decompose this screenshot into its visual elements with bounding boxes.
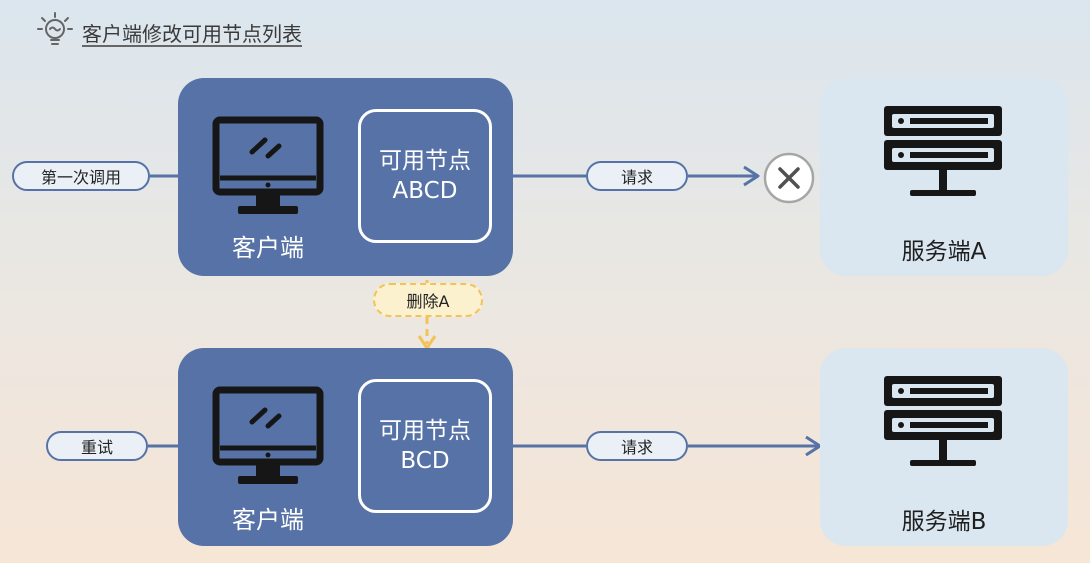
top-node-list-box: 可用节点 ABCD (358, 109, 492, 243)
server-icon (882, 376, 1004, 480)
monitor-icon (212, 386, 324, 494)
monitor-icon (212, 116, 324, 224)
diagram-title: 客户端修改可用节点列表 (36, 12, 302, 52)
bottom-node-list-box: 可用节点 BCD (358, 379, 492, 513)
server-a-label: 服务端A (901, 239, 987, 265)
top-client-box: 客户端 可用节点 ABCD (178, 78, 513, 276)
bottom-client-box: 客户端 可用节点 BCD (178, 348, 513, 546)
bottom-trigger-label: 重试 (80, 438, 113, 457)
title-text: 客户端修改可用节点列表 (82, 21, 302, 46)
top-node-list: ABCD (392, 178, 458, 204)
bottom-trigger-pill: 重试 (46, 431, 148, 461)
server-a-box: 服务端A (820, 78, 1068, 276)
top-trigger-label: 第一次调用 (40, 168, 121, 187)
close-circle-icon (763, 152, 815, 204)
delete-action-label: 删除A (406, 292, 450, 311)
bottom-node-title: 可用节点 (379, 418, 471, 444)
server-b-label: 服务端B (901, 509, 987, 535)
bottom-request-pill: 请求 (586, 431, 688, 461)
bottom-node-list: BCD (400, 448, 450, 474)
bottom-client-label: 客户端 (232, 506, 304, 534)
lightbulb-icon (36, 11, 74, 53)
top-trigger-pill: 第一次调用 (12, 161, 150, 191)
bottom-request-label: 请求 (620, 438, 653, 457)
server-icon (882, 106, 1004, 210)
top-client-label: 客户端 (232, 234, 304, 262)
top-node-title: 可用节点 (379, 148, 471, 174)
top-request-pill: 请求 (586, 161, 688, 191)
delete-action-pill: 删除A (373, 283, 483, 317)
top-request-label: 请求 (620, 168, 653, 187)
top-request-arrowhead (743, 165, 760, 187)
server-b-box: 服务端B (820, 348, 1068, 546)
